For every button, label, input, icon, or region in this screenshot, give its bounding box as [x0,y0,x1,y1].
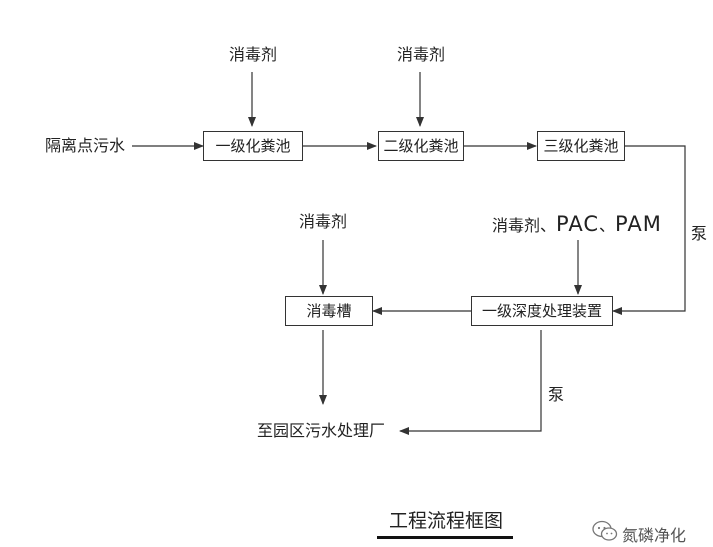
chemicals-prefix: 消毒剂、 [492,216,557,235]
disinfectant-label-2: 消毒剂 [397,45,446,64]
title-underline [377,536,513,539]
deep-treatment-box: 一级深度处理装置 [471,296,613,326]
tank2-box: 二级化粪池 [378,131,464,161]
diagram-title: 工程流程框图 [389,510,504,532]
pump-label-2: 泵 [548,385,565,404]
disinfectant-label-3: 消毒剂 [299,212,348,231]
tank3-box: 三级化粪池 [537,131,625,161]
output-label: 至园区污水处理厂 [257,421,386,440]
arrow-tank3-to-deep-treatment [612,145,686,315]
disinfectant-label-1: 消毒剂 [229,45,278,64]
pump-label-1: 泵 [691,224,708,243]
watermark-text: 氮磷净化 [622,526,687,545]
tank1-box: 一级化粪池 [203,131,303,161]
chemicals-pam: PAM [615,212,662,236]
chemicals-label: 消毒剂、PAC、PAM [492,214,662,236]
input-label: 隔离点污水 [45,136,126,155]
chemicals-separator: 、 [599,216,616,235]
wechat-icon [592,520,618,541]
arrow-deep-treatment-to-output [399,330,542,435]
chemicals-pac: PAC [556,212,599,236]
disinfection-tank-box: 消毒槽 [285,296,373,326]
